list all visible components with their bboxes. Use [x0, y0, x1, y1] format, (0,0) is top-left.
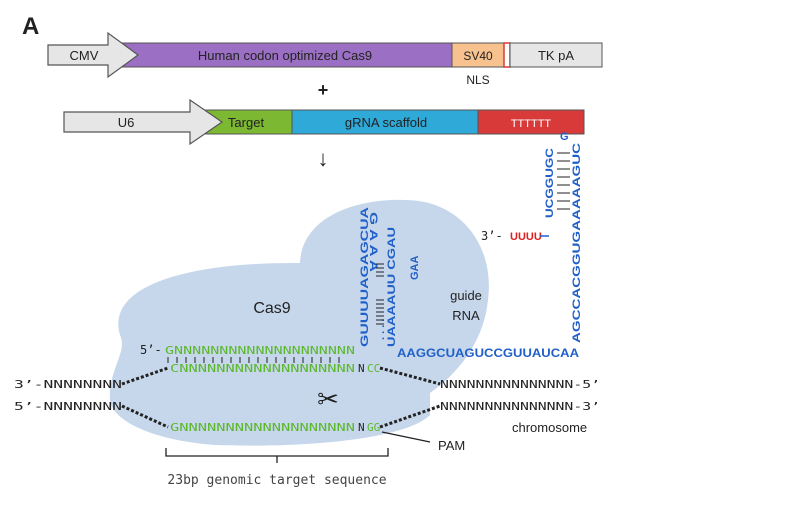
stem2-strand-b: UCGGUGC: [544, 148, 556, 218]
polyt-terminator-box: [477, 109, 585, 135]
target-label: Target: [228, 115, 265, 130]
stem1-strand-b: UAAAAUU CGAU: [386, 227, 398, 347]
cas9-gene-box: [117, 42, 459, 68]
spacer-box: [503, 42, 511, 68]
guide-label: guide: [450, 288, 482, 303]
pam-label: PAM: [438, 438, 465, 453]
dna-top-pam: CC: [367, 362, 380, 375]
cas9-label: Cas9: [253, 300, 290, 317]
guide-target-pairs: [167, 357, 340, 363]
guide-uuuu: UUUU: [510, 231, 542, 243]
stem2-base-pairs: [557, 152, 570, 210]
construct-grna: U6 Target gRNA scaffold TTTTTT: [63, 98, 585, 146]
dna-top-left: 3’-NNNNNNNN: [14, 378, 122, 391]
dna-bottom-pam: GG: [367, 421, 380, 434]
strand-diagonals: [121, 366, 441, 429]
dna-bottom-right: NNNNNNNNNNNNNNN-3’: [440, 400, 600, 413]
polyt-label: TTTTTT: [511, 118, 552, 130]
grna-scaffold-label: gRNA scaffold: [345, 115, 427, 130]
guide-3prime: 3’-: [481, 229, 503, 243]
cmv-label: CMV: [70, 48, 99, 63]
bracket-label: 23bp genomic target sequence: [167, 473, 386, 488]
guide-target-sequence: GNNNNNNNNNNNNNNNNNNNN: [165, 344, 355, 357]
stem2-loop: G: [560, 131, 569, 143]
target-bracket: [165, 448, 389, 463]
guide-5prime: 5’-: [140, 343, 162, 357]
plus-sign: +: [318, 80, 329, 100]
dna-top-target: CNNNNNNNNNNNNNNNNNNN: [170, 362, 355, 375]
scissors-icon: ✂: [317, 384, 339, 414]
u6-label: U6: [118, 115, 135, 130]
construct-cas9: CMV Human codon optimized Cas9 SV40 NLS …: [47, 31, 603, 87]
dna-top-n: N: [358, 362, 365, 375]
tk-pa-label: TK pA: [538, 48, 574, 63]
guide-linker-sequence: AAGGCUAGUCCGUUAUCAA: [397, 346, 579, 360]
stem1-pairing-dots: . . . .: [375, 319, 387, 340]
stem1-base-pairs: [376, 263, 384, 325]
cas9-gene-label: Human codon optimized Cas9: [198, 48, 372, 63]
sv40-label: SV40: [463, 49, 493, 63]
pam-pointer-line: [381, 431, 431, 443]
cas9-complex: Cas9 guide RNA 5’- GNNNNNNNNNNNNNNNNNNNN…: [14, 131, 600, 488]
dna-top-right: NNNNNNNNNNNNNNN-5’: [440, 378, 600, 391]
sv40-nls-box: [451, 42, 505, 68]
rna-label: RNA: [452, 308, 480, 323]
stem2-strand-a: AGCCACGGUGAAAAAGUC: [571, 143, 583, 343]
dna-bottom-target: GNNNNNNNNNNNNNNNNNNN: [170, 421, 355, 434]
tk-pa-box: [509, 42, 603, 68]
stem1-gaa: GAA: [409, 256, 421, 281]
cas9-protein-blob: [109, 199, 489, 446]
dna-bottom-left: 5’-NNNNNNNN: [14, 400, 122, 413]
nls-label: NLS: [466, 73, 489, 87]
stem1-strand-a: GUUUUAGAGCUA: [359, 207, 371, 347]
u6-promoter-arrow: [63, 98, 224, 146]
panel-letter: A: [22, 13, 39, 40]
chromosome-label: chromosome: [512, 420, 587, 435]
down-arrow: ↓: [318, 146, 329, 171]
stem1-loop: G A A A: [367, 212, 379, 272]
dna-bottom-n: N: [358, 421, 365, 434]
cmv-promoter-arrow: [47, 31, 140, 79]
